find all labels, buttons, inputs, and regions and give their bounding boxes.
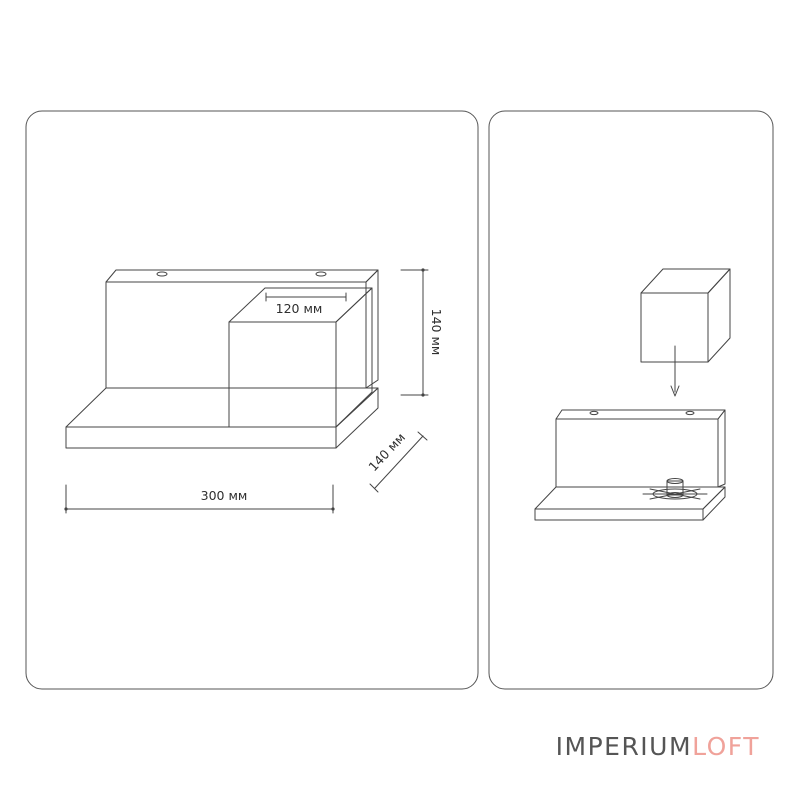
- brand-logo: IMPERIUMLOFT: [556, 732, 760, 761]
- shelf-drawing: [65, 269, 379, 449]
- inner-width-label: 120 мм: [276, 301, 323, 316]
- screw-hole: [315, 271, 327, 277]
- dimensions-panel: [25, 110, 479, 690]
- assembly-back-board-side: [717, 409, 726, 488]
- dimension-inner-width: 120 мм: [265, 292, 347, 316]
- dimension-height: 140 мм: [400, 268, 444, 397]
- cube-side: [707, 268, 731, 363]
- assembly-drawing: [534, 268, 731, 521]
- width-label: 300 мм: [201, 488, 248, 503]
- mounting-bracket: [642, 478, 708, 500]
- screw-hole: [589, 410, 599, 416]
- screw-hole: [685, 410, 695, 416]
- assembly-base-side: [702, 486, 726, 521]
- dimension-width: 300 мм: [64, 484, 335, 514]
- arrow-head: [670, 385, 680, 397]
- screw-hole: [156, 271, 168, 277]
- brand-name-part2: LOFT: [692, 732, 760, 761]
- base-plate-side: [335, 387, 379, 449]
- assembly-panel: [488, 110, 774, 690]
- back-board-side: [365, 269, 379, 389]
- box-side: [335, 287, 373, 428]
- brand-name-part1: IMPERIUM: [555, 732, 693, 761]
- height-label: 140 мм: [429, 309, 444, 356]
